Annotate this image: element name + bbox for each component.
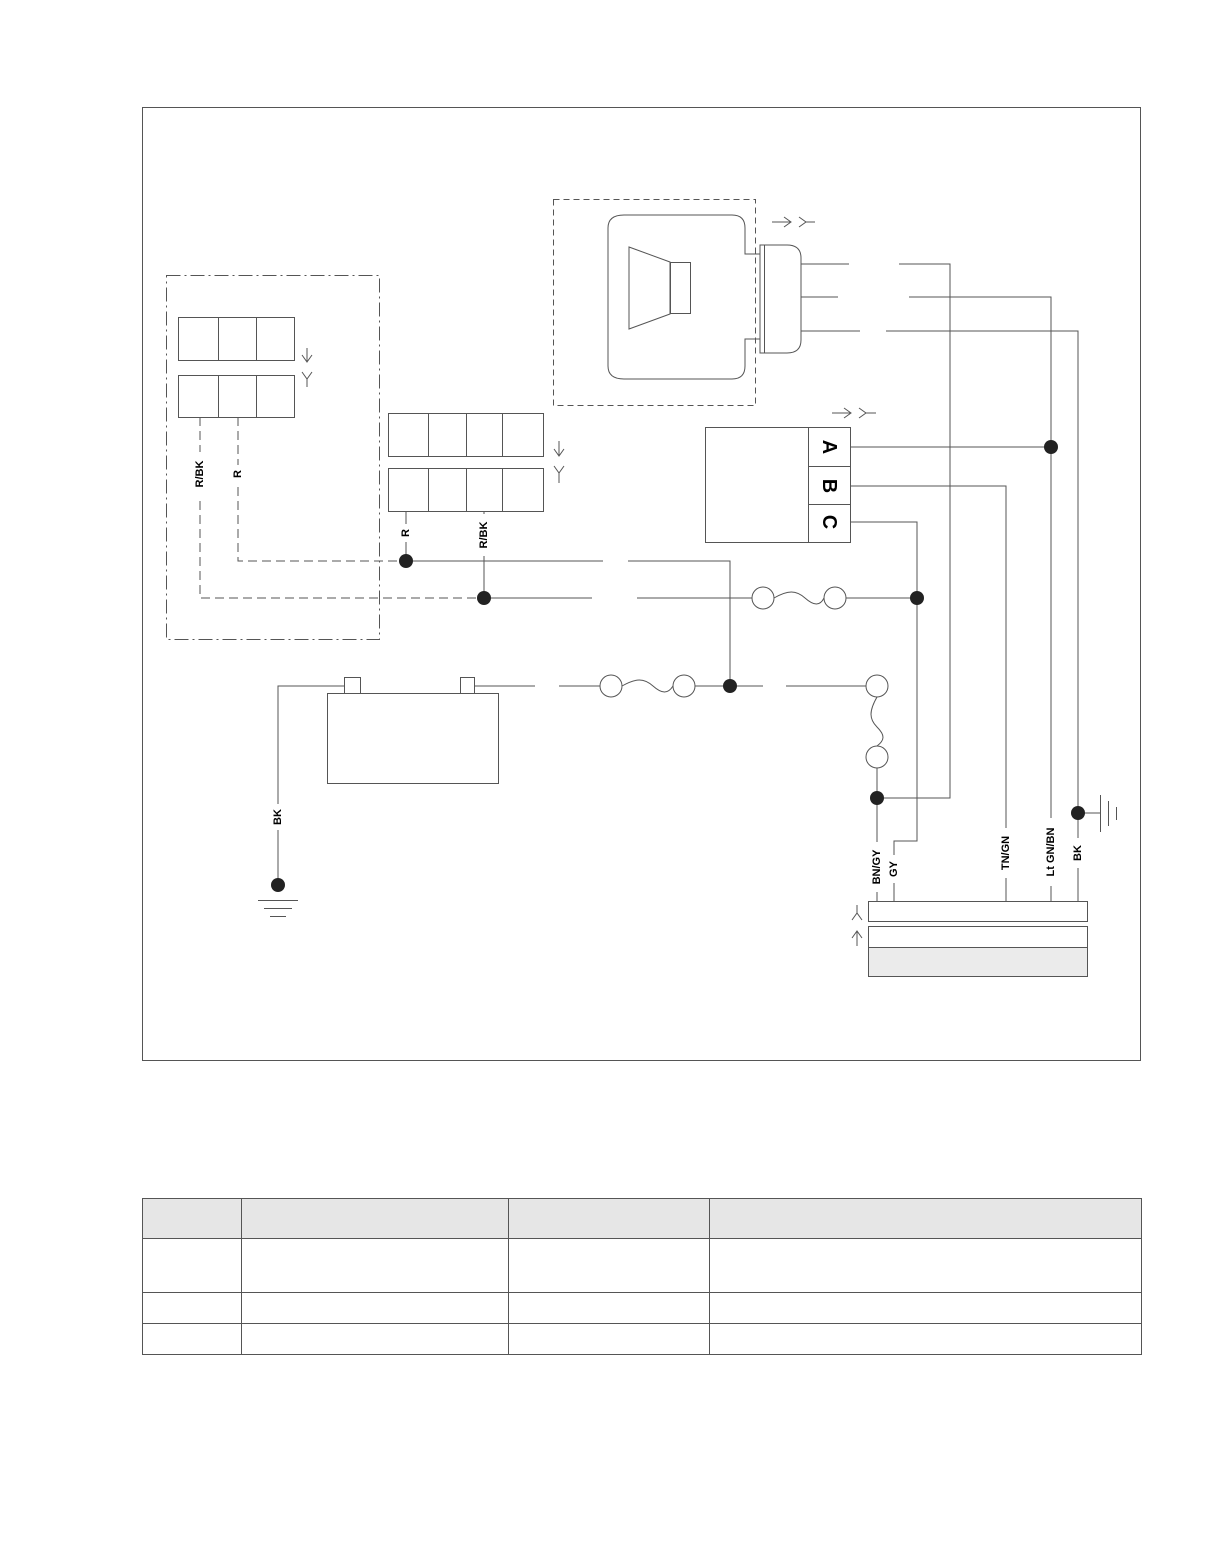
junction-dot (870, 791, 884, 805)
table-cell (142, 1292, 242, 1324)
wire-label-lt-gn-bn: Lt GN/BN (1045, 828, 1057, 877)
junction-dot (1044, 440, 1058, 454)
table-cell (142, 1323, 242, 1355)
table-cell (241, 1323, 509, 1355)
table-cell (508, 1323, 710, 1355)
table-row (142, 1238, 1142, 1293)
table-cell (142, 1238, 242, 1293)
table-cell (241, 1238, 509, 1293)
terminal-label-a: A (818, 440, 840, 454)
terminal-label-c: C (818, 515, 840, 529)
table-row (142, 1292, 1142, 1324)
table-cell (709, 1292, 1142, 1324)
horn-connector (759, 244, 802, 354)
table-cell (508, 1292, 710, 1324)
switch-internal-wires (199, 417, 484, 599)
legend-table (142, 1198, 1142, 1355)
wire-label-bk: BK (1072, 845, 1084, 861)
wire-label-battery-bk: BK (272, 809, 284, 825)
inline-connector-mating-symbol (553, 441, 565, 483)
horn-body (607, 214, 761, 380)
wiring-diagram: A B C R/BK R R R/BK BK BN/GY GY TN/GN Lt… (142, 107, 1141, 1061)
table-cell (508, 1238, 710, 1293)
harness-connector-lower (868, 926, 1088, 977)
battery-terminal-positive (460, 677, 475, 694)
table-cell (709, 1323, 1142, 1355)
junction-dot (1071, 806, 1085, 820)
switch-connector-mating-symbol (301, 348, 313, 387)
switch-connector-lower (178, 375, 295, 418)
table-header-cell (709, 1198, 1142, 1239)
ground-symbol-chassis (1100, 795, 1117, 832)
junction-dot (271, 878, 285, 892)
wire-label-switch-r-bk: R/BK (194, 461, 206, 488)
ground-symbol-battery (258, 900, 298, 917)
inline-connector-upper (388, 413, 544, 457)
junction-dot (910, 591, 924, 605)
wire-label-conn-r-bk: R/BK (478, 522, 490, 549)
switch-assembly-box (166, 275, 380, 640)
wire-label-bn-gy: BN/GY (871, 849, 883, 885)
relay-body (705, 427, 851, 543)
table-cell (241, 1292, 509, 1324)
table-row (142, 1323, 1142, 1355)
junction-dot (723, 679, 737, 693)
main-fuse (599, 674, 696, 698)
harness-connector-upper (868, 901, 1088, 922)
horn-fuse (751, 586, 847, 610)
inline-connector-lower (388, 468, 544, 512)
terminal-label-b: B (818, 479, 840, 493)
battery (327, 693, 499, 784)
wiring (277, 263, 1100, 901)
junction-dot (477, 591, 491, 605)
horn-assembly-box (553, 199, 756, 406)
wire-label-switch-r: R (232, 470, 244, 478)
horn-connector-mating-symbol (772, 216, 815, 228)
battery-terminal-negative (344, 677, 361, 694)
speaker-icon (628, 246, 691, 330)
relay-mating-symbol (832, 407, 876, 419)
table-header-cell (508, 1198, 710, 1239)
circuit-breaker (865, 674, 889, 769)
table-cell (709, 1238, 1142, 1293)
wire-label-gy: GY (888, 860, 900, 877)
table-header-cell (241, 1198, 509, 1239)
harness-mating-symbol (851, 905, 863, 946)
junction-dot (399, 554, 413, 568)
diagram-frame (142, 107, 1141, 1061)
wire-label-tn-gn: TN/GN (1000, 836, 1012, 870)
table-header-cell (142, 1198, 242, 1239)
wire-label-conn-r: R (400, 529, 412, 537)
switch-connector-upper (178, 317, 295, 361)
table-header-row (142, 1198, 1142, 1239)
